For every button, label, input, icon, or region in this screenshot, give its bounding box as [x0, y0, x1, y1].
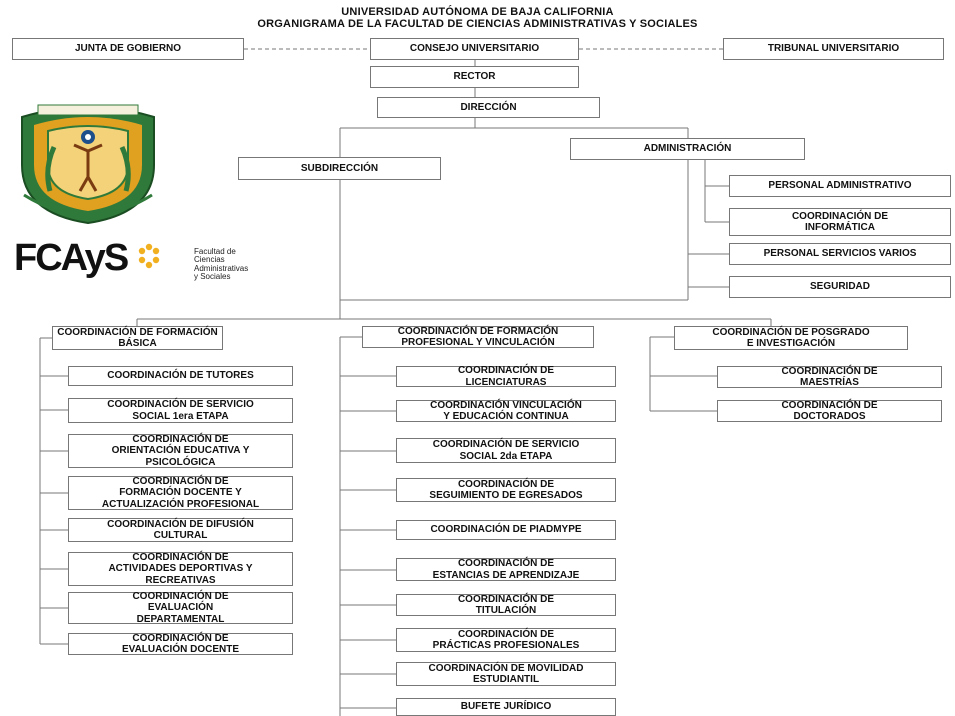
box-formacion-profesional: COORDINACIÓN DE FORMACIÓN PROFESIONAL Y … [362, 326, 594, 348]
box-doctorados: COORDINACIÓN DE DOCTORADOS [717, 400, 942, 422]
fcays-caption: Facultad de Ciencias Administrativas y S… [194, 247, 249, 282]
box-servicio-social-1: COORDINACIÓN DE SERVICIO SOCIAL 1era ETA… [68, 398, 293, 423]
box-movilidad-estudiantil: COORDINACIÓN DE MOVILIDAD ESTUDIANTIL [396, 662, 616, 686]
chart-title: ORGANIGRAMA DE LA FACULTAD DE CIENCIAS A… [257, 18, 698, 30]
box-seguimiento-egresados: COORDINACIÓN DE SEGUIMIENTO DE EGRESADOS [396, 478, 616, 502]
box-titulacion: COORDINACIÓN DE TITULACIÓN [396, 594, 616, 616]
box-formacion-docente: COORDINACIÓN DE FORMACIÓN DOCENTE Y ACTU… [68, 476, 293, 510]
box-difusion-cultural: COORDINACIÓN DE DIFUSIÓN CULTURAL [68, 518, 293, 542]
university-title: UNIVERSIDAD AUTÓNOMA DE BAJA CALIFORNIA [341, 6, 614, 18]
box-licenciaturas: COORDINACIÓN DE LICENCIATURAS [396, 365, 616, 388]
box-servicio-social-2: COORDINACIÓN DE SERVICIO SOCIAL 2da ETAP… [396, 438, 616, 463]
box-orientacion-educativa: COORDINACIÓN DE ORIENTACIÓN EDUCATIVA Y … [68, 434, 293, 468]
box-maestrias: COORDINACIÓN DE MAESTRÍAS [717, 366, 942, 388]
box-formacion-basica: COORDINACIÓN DE FORMACIÓN BÁSICA [52, 326, 223, 350]
box-personal-administrativo: PERSONAL ADMINISTRATIVO [729, 175, 951, 197]
box-bufete-juridico: BUFETE JURÍDICO [396, 698, 616, 716]
box-subdireccion: SUBDIRECCIÓN [238, 157, 441, 180]
box-consejo-universitario: CONSEJO UNIVERSITARIO [370, 38, 579, 60]
box-vinculacion: COORDINACIÓN VINCULACIÓN Y EDUCACIÓN CON… [396, 400, 616, 422]
box-coordinacion-informatica: COORDINACIÓN DE INFORMÁTICA [729, 208, 951, 236]
box-administracion: ADMINISTRACIÓN [570, 138, 805, 160]
box-posgrado-investigacion: COORDINACIÓN DE POSGRADO E INVESTIGACIÓN [674, 326, 908, 350]
flower-icon [138, 243, 160, 269]
uabc-seal-logo [21, 104, 155, 225]
box-actividades-deportivas: COORDINACIÓN DE ACTIVIDADES DEPORTIVAS Y… [68, 552, 293, 586]
box-evaluacion-docente: COORDINACIÓN DE EVALUACIÓN DOCENTE [68, 633, 293, 655]
box-direccion: DIRECCIÓN [377, 97, 600, 118]
box-tribunal-universitario: TRIBUNAL UNIVERSITARIO [723, 38, 944, 60]
box-junta-gobierno: JUNTA DE GOBIERNO [12, 38, 244, 60]
box-practicas-profesionales: COORDINACIÓN DE PRÁCTICAS PROFESIONALES [396, 628, 616, 652]
box-personal-servicios-varios: PERSONAL SERVICIOS VARIOS [729, 243, 951, 265]
fcays-wordmark: FCAyS [14, 237, 129, 279]
fcays-logo: FCAyS [14, 237, 164, 285]
box-estancias-aprendizaje: COORDINACIÓN DE ESTANCIAS DE APRENDIZAJE [396, 558, 616, 581]
box-seguridad: SEGURIDAD [729, 276, 951, 298]
box-evaluacion-departamental: COORDINACIÓN DE EVALUACIÓN DEPARTAMENTAL [68, 591, 293, 625]
box-rector: RECTOR [370, 66, 579, 88]
box-piadmype: COORDINACIÓN DE PIADMYPE [396, 520, 616, 540]
box-tutores: COORDINACIÓN DE TUTORES [68, 366, 293, 386]
